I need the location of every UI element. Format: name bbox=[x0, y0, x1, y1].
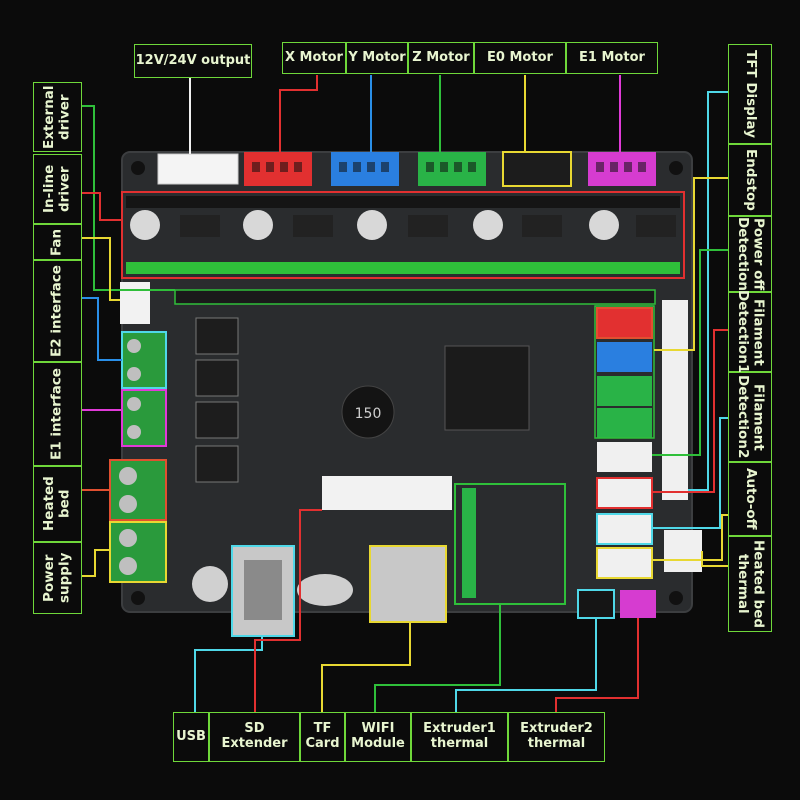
label-tft-display: TFT Display bbox=[728, 44, 772, 144]
auto-off-connector bbox=[596, 547, 653, 579]
inductor bbox=[341, 385, 395, 439]
label-sd-extender: SD Extender bbox=[209, 712, 300, 762]
sd-extender-slot bbox=[322, 476, 452, 510]
power-output-connector bbox=[157, 153, 239, 185]
filament-detection2-connector bbox=[596, 513, 653, 545]
label-external-driver: External driver bbox=[33, 82, 82, 152]
label-heated-bed-thermal: Heated bed thermal bbox=[728, 536, 772, 632]
label-extruder2-thermal: Extruder2 thermal bbox=[508, 712, 605, 762]
label-power-off-detection: Power off Detection bbox=[728, 216, 772, 292]
endstop-y-connector bbox=[597, 342, 652, 372]
label-e1-motor: E1 Motor bbox=[566, 42, 658, 74]
heated-bed-thermal-connector bbox=[664, 530, 702, 572]
e0-motor-connector bbox=[502, 151, 572, 187]
label-y-motor: Y Motor bbox=[346, 42, 408, 74]
e1-interface-connector bbox=[121, 389, 167, 447]
pin-header-row bbox=[174, 289, 656, 305]
label-usb: USB bbox=[173, 712, 209, 762]
label-12v-24v-output: 12V/24V output bbox=[134, 44, 252, 78]
leader-lines bbox=[82, 75, 728, 712]
power-off-detection-connector bbox=[597, 442, 652, 472]
label-z-motor: Z Motor bbox=[408, 42, 474, 74]
label-extruder1-thermal: Extruder1 thermal bbox=[411, 712, 508, 762]
fan-connector bbox=[120, 282, 150, 324]
driver-sockets bbox=[121, 191, 685, 279]
label-wifi-module: WIFI Module bbox=[345, 712, 411, 762]
label-e2-interface: E2 interface bbox=[33, 260, 82, 362]
mosfets bbox=[195, 317, 239, 483]
mcu-chip bbox=[444, 345, 530, 431]
extruder2-thermal-connector bbox=[620, 590, 656, 618]
right-connectors bbox=[594, 300, 702, 579]
endstop-e-connector bbox=[597, 408, 652, 438]
left-connectors bbox=[109, 282, 167, 583]
tf-card-slot bbox=[369, 545, 447, 623]
inductor-label: 150 bbox=[355, 406, 382, 422]
label-inline-driver: In-line driver bbox=[33, 154, 82, 224]
label-filament-detection2: Filament Detection2 bbox=[728, 372, 772, 462]
label-filament-detection1: Filament Detection1 bbox=[728, 290, 772, 374]
power-supply-connector bbox=[109, 521, 167, 583]
label-heated-bed: Heated bed bbox=[33, 466, 82, 542]
wifi-module-header bbox=[454, 483, 566, 605]
bottom-components bbox=[192, 476, 656, 637]
top-connectors bbox=[157, 151, 656, 187]
label-x-motor: X Motor bbox=[282, 42, 346, 74]
label-fan: Fan bbox=[33, 224, 82, 260]
filament-detection1-connector bbox=[596, 477, 653, 509]
tft-display-connector bbox=[662, 300, 688, 500]
label-endstop: Endstop bbox=[728, 144, 772, 216]
label-power-supply: Power supply bbox=[33, 542, 82, 614]
endstop-x-connector bbox=[596, 307, 653, 339]
label-auto-off: Auto-off bbox=[728, 462, 772, 536]
label-e0-motor: E0 Motor bbox=[474, 42, 566, 74]
label-e1-interface: E1 interface bbox=[33, 362, 82, 466]
e2-interface-connector bbox=[121, 331, 167, 389]
endstop-z-connector bbox=[597, 376, 652, 406]
extruder1-thermal-connector bbox=[577, 589, 615, 619]
heated-bed-connector bbox=[109, 459, 167, 521]
label-tf-card: TF Card bbox=[300, 712, 345, 762]
